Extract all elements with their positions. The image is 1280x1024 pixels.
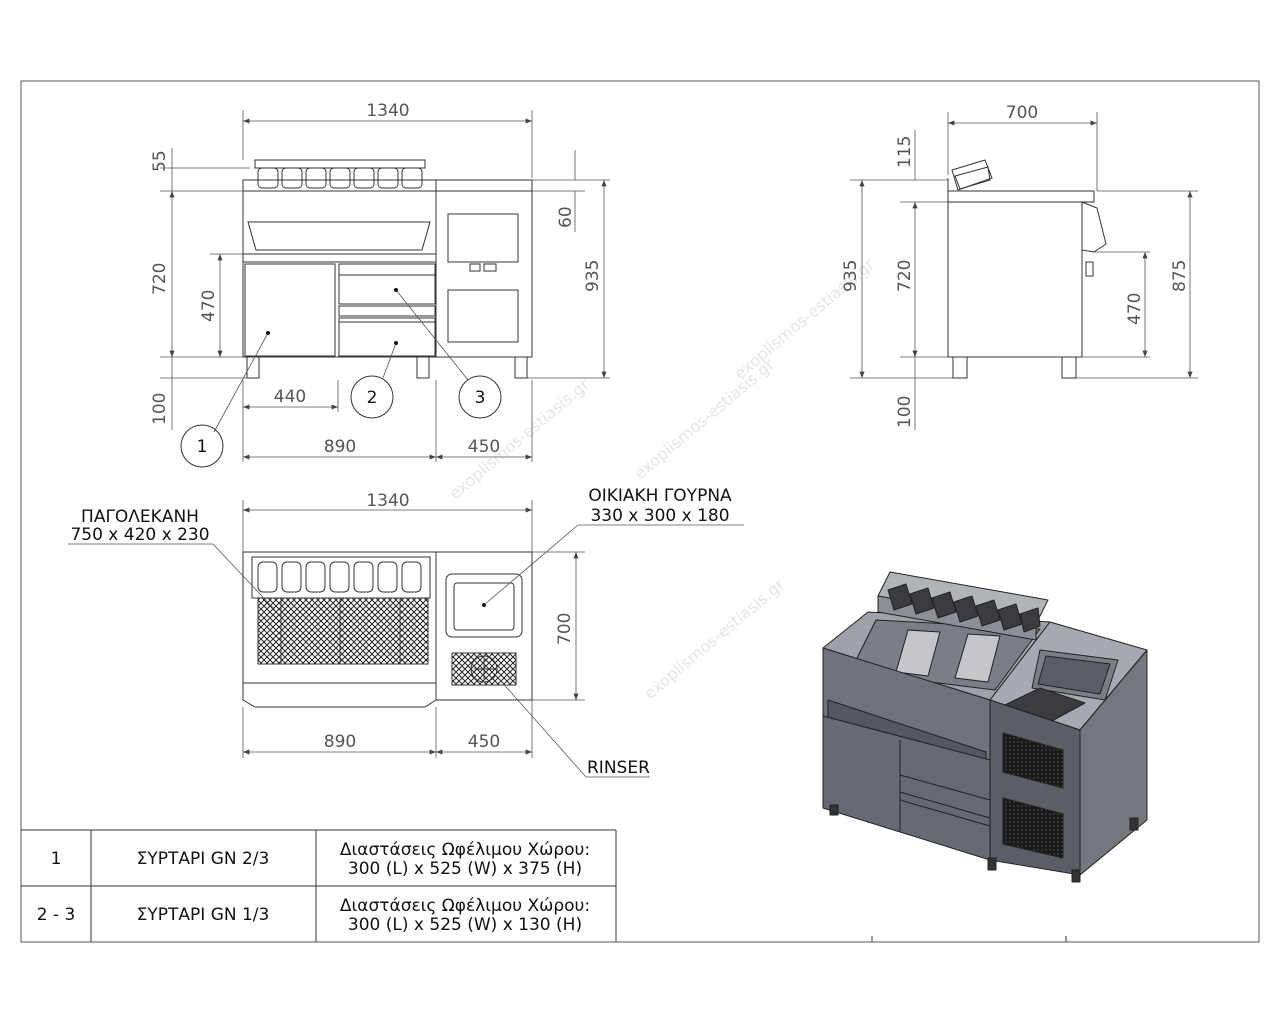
side-height-legs: 100 — [895, 396, 915, 428]
side-depth: 700 — [1006, 103, 1038, 123]
callout-3: 3 — [394, 288, 502, 419]
gn-pans-front — [254, 159, 426, 189]
spec-row-2: 2 - 3 ΣΥΡΤΑΡΙ GN 1/3 Διαστάσεις Ωφέλιμου… — [37, 896, 590, 935]
spec-row-2-desc1: Διαστάσεις Ωφέλιμου Χώρου: — [340, 896, 590, 916]
spec-row-2-desc2: 300 (L) x 525 (W) x 130 (H) — [348, 915, 582, 935]
isometric-view — [822, 571, 1148, 883]
svg-text:1: 1 — [197, 437, 208, 457]
spec-row-1-desc2: 300 (L) x 525 (W) x 375 (H) — [348, 859, 582, 879]
rinser-label: RINSER — [587, 758, 650, 778]
top-width-right: 450 — [468, 732, 500, 752]
side-height-drawer: 470 — [1125, 293, 1145, 325]
svg-text:2: 2 — [367, 388, 378, 408]
side-height-top: 115 — [895, 136, 915, 168]
ice-bin-label: ΠΑΓΟΛΕΚΑΝΗ — [81, 507, 199, 527]
drawing-frame — [20, 80, 1260, 943]
spec-row-1-name: ΣΥΡΤΑΡΙ GN 2/3 — [137, 849, 270, 869]
callout-2: 2 — [350, 341, 398, 419]
front-width-left: 890 — [324, 437, 356, 457]
front-view: 1340 55 720 100 470 60 935 440 890 — [150, 101, 610, 468]
front-width-drawer: 440 — [274, 387, 306, 407]
spec-row-1-desc1: Διαστάσεις Ωφέλιμου Χώρου: — [340, 840, 590, 860]
front-height-drawer: 470 — [199, 290, 219, 322]
spec-row-2-id: 2 - 3 — [37, 905, 76, 925]
svg-text:3: 3 — [475, 388, 486, 408]
spec-row-1-id: 1 — [51, 849, 62, 869]
gn-pans-top — [251, 556, 431, 599]
spec-table: 1 ΣΥΡΤΑΡΙ GN 2/3 Διαστάσεις Ωφέλιμου Χώρ… — [21, 829, 1067, 942]
top-width-left: 890 — [324, 732, 356, 752]
front-height-panel: 60 — [556, 206, 576, 228]
front-width-right: 450 — [468, 437, 500, 457]
watermark: exoplismos-estiasis.gr exoplismos-estias… — [445, 255, 878, 703]
svg-text:exoplismos-estiasis.gr: exoplismos-estiasis.gr — [630, 355, 778, 483]
svg-text:exoplismos-estiasis.gr: exoplismos-estiasis.gr — [640, 575, 788, 703]
top-depth: 700 — [555, 613, 575, 645]
ice-bin-dims: 750 x 420 x 230 — [70, 525, 209, 545]
top-view: 1340 700 890 450 ΠΑΓΟΛΕΚΑΝΗ 750 x 420 x … — [68, 486, 744, 778]
side-height-body: 720 — [895, 260, 915, 292]
side-view: 700 935 115 720 100 470 875 — [841, 103, 1198, 430]
front-height-top: 55 — [150, 150, 170, 172]
sink-dims: 330 x 300 x 180 — [590, 506, 729, 526]
side-height-right: 875 — [1170, 260, 1190, 292]
top-width-total: 1340 — [366, 491, 409, 511]
front-height-legs: 100 — [150, 393, 170, 425]
front-width-total: 1340 — [366, 101, 409, 121]
callout-1: 1 — [180, 331, 270, 468]
sink-label: ΟΙΚΙΑΚΗ ΓΟΥΡΝΑ — [588, 486, 732, 506]
spec-row-1: 1 ΣΥΡΤΑΡΙ GN 2/3 Διαστάσεις Ωφέλιμου Χώρ… — [51, 840, 591, 879]
front-height-total: 935 — [583, 260, 603, 292]
side-height-total: 935 — [841, 260, 861, 292]
front-height-body: 720 — [150, 263, 170, 295]
spec-row-2-name: ΣΥΡΤΑΡΙ GN 1/3 — [137, 905, 270, 925]
